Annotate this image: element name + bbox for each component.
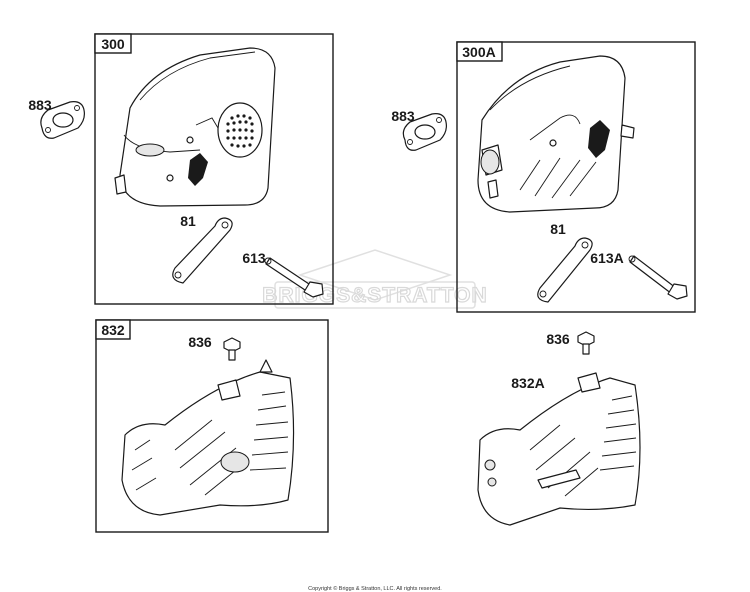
screw-613A [628, 255, 688, 300]
screw-613 [264, 257, 324, 298]
panel-300-label: 300 [101, 36, 125, 52]
callout-836-right: 836 [546, 331, 570, 347]
mounting-plate-81 [172, 217, 233, 284]
callout-81-left: 81 [180, 213, 196, 229]
heat-shield-832 [121, 359, 295, 516]
mounting-plate-81-right [537, 237, 593, 303]
panel-300A-label: 300A [462, 44, 495, 60]
panel-832: 832 836 [95, 319, 329, 533]
callout-613A: 613A [590, 250, 623, 266]
callout-836-left: 836 [188, 334, 212, 350]
heat-shield-832A [477, 372, 641, 526]
callout-81-right: 81 [550, 221, 566, 237]
panel-300A: 300A 81 613A [456, 41, 696, 313]
muffler-300 [114, 47, 276, 207]
callout-883-right: 883 [391, 108, 415, 124]
callout-613: 613 [242, 250, 266, 266]
panel-832-label: 832 [101, 322, 125, 338]
panel-300: 300 81 [94, 33, 334, 305]
copyright-notice: Copyright © Briggs & Stratton, LLC. All … [308, 585, 442, 592]
callout-832A: 832A [511, 375, 544, 391]
gasket-883-left [40, 101, 85, 139]
callout-883-left: 883 [28, 97, 52, 113]
muffler-300A [477, 55, 635, 213]
bolt-836-left [223, 337, 241, 361]
gasket-883-right [402, 113, 447, 151]
bolt-836-right [577, 331, 595, 355]
